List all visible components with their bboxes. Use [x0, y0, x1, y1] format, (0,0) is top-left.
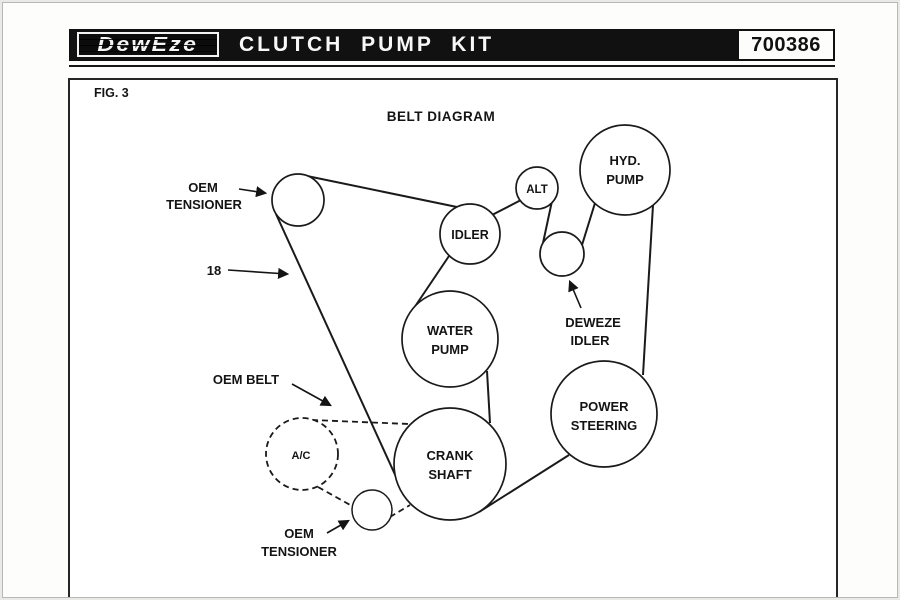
crank-shaft-label-1: CRANK: [427, 448, 475, 463]
oem-tensioner-bottom-pulley: [351, 489, 393, 531]
power-steering-pulley: [550, 360, 658, 468]
oem-tensioner-top-label-1: OEM: [188, 180, 218, 195]
hyd-pump-label-2: PUMP: [606, 172, 644, 187]
oem-belt-label: OEM BELT: [213, 372, 279, 387]
arrow-oem-belt: [291, 383, 332, 407]
belt-segment-deweze-idler-to-hyd-pump: [581, 202, 596, 246]
power-steering-label-1: POWER: [579, 399, 629, 414]
arrow-belt-number: [227, 267, 290, 279]
water-pump-label-2: PUMP: [431, 342, 469, 357]
alternator-label: ALT: [526, 184, 548, 196]
belt-segment-water-pump-to-crank: [486, 370, 491, 424]
deweze-idler-label-2: IDLER: [571, 333, 611, 348]
belt-segment-tensioner-to-idler: [306, 175, 458, 208]
belt-segment-idler-to-alt: [491, 199, 522, 216]
diagram-title: BELT DIAGRAM: [387, 109, 496, 124]
belt-segment-power-steering-to-crank: [478, 454, 570, 513]
part-number-box: 700386: [737, 29, 835, 61]
deweze-idler-pulley: [539, 231, 585, 277]
belt-number-label: 18: [207, 263, 221, 278]
ac-compressor-label: A/C: [292, 450, 311, 462]
oem-tensioner-bottom-label-1: OEM: [284, 526, 314, 541]
oem-belt: [311, 419, 411, 518]
oem-belt-segment-bottom-right: [389, 504, 411, 518]
deweze-idler-label-1: DEWEZE: [565, 315, 621, 330]
belt-diagram: FIG. 3 BELT DIAGRAM ALT HYD. PUMP IDLER …: [94, 86, 671, 559]
crank-shaft-pulley: [393, 407, 507, 521]
arrow-oem-tensioner-bottom: [326, 519, 350, 534]
belt-segment-alt-to-deweze-idler: [542, 200, 553, 244]
alternator-pulley: [515, 166, 559, 210]
oem-tensioner-top-label-2: TENSIONER: [166, 197, 242, 212]
power-steering-label-2: STEERING: [571, 418, 637, 433]
part-number: 700386: [751, 33, 821, 56]
belt-segment-hyd-pump-to-power-steering: [642, 204, 654, 376]
belt-segment-left-diagonal: [275, 213, 398, 480]
water-pump-pulley: [401, 290, 499, 388]
water-pump-label-1: WATER: [427, 323, 474, 338]
arrow-deweze-idler: [568, 279, 582, 309]
oem-belt-segment-bottom-left: [317, 486, 353, 507]
page-title: CLUTCH PUMP KIT: [239, 33, 495, 56]
oem-tensioner-bottom-label-2: TENSIONER: [261, 544, 337, 559]
idler-pulley: [439, 203, 501, 265]
main-belt: [275, 175, 654, 513]
oem-belt-segment-top: [311, 419, 410, 425]
hydraulic-pump-pulley: [579, 124, 671, 216]
hyd-pump-label-1: HYD.: [609, 153, 640, 168]
figure-label: FIG. 3: [94, 86, 129, 100]
oem-tensioner-top-pulley: [271, 173, 325, 227]
header-divider: [69, 65, 835, 67]
idler-label: IDLER: [451, 228, 489, 242]
leader-arrows: [227, 186, 582, 534]
arrow-oem-tensioner-top: [238, 186, 268, 198]
crank-shaft-label-2: SHAFT: [428, 467, 471, 482]
ac-compressor-pulley: [265, 417, 339, 491]
belt-segment-idler-to-water-pump: [413, 255, 450, 309]
